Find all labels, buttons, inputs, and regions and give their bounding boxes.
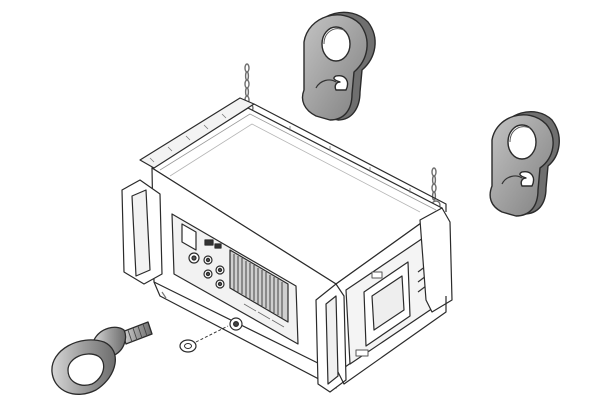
hook-clip-right	[489, 111, 560, 217]
status-screen	[181, 223, 197, 251]
heatsink	[229, 249, 289, 323]
washer	[179, 325, 229, 353]
loudspeaker-cabinet	[121, 97, 453, 393]
hook-clip-top	[301, 11, 376, 121]
eyebolt	[51, 321, 153, 395]
input-connectors	[188, 239, 225, 289]
